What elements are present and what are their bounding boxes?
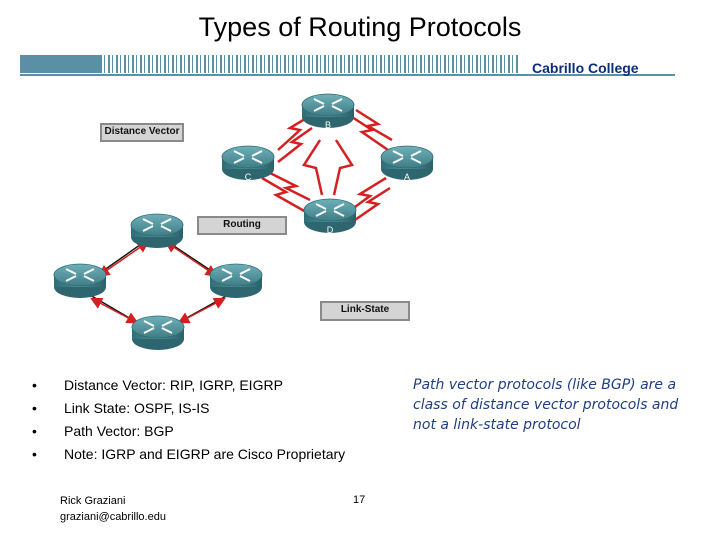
link-c-b — [277, 111, 316, 151]
router-a-label: A — [404, 172, 410, 182]
bullet-item: •Distance Vector: RIP, IGRP, EIGRP — [32, 374, 412, 397]
router-ls-right-icon — [209, 263, 263, 299]
link-d-a — [347, 176, 387, 214]
router-ls-left-icon — [53, 263, 107, 299]
brand-logo-text: Cabrillo College — [532, 60, 639, 76]
bullet-dot-icon: • — [32, 446, 37, 462]
bullet-item: •Path Vector: BGP — [32, 420, 412, 443]
router-c-label: C — [245, 172, 252, 182]
header-stripe-solid — [20, 55, 100, 73]
header-stripe-blank — [520, 55, 675, 73]
path-vector-note: Path vector protocols (like BGP) are a c… — [413, 377, 679, 433]
link-a-d — [351, 186, 391, 224]
router-b-label: B — [325, 120, 331, 130]
author-email: graziani@cabrillo.edu — [60, 511, 166, 523]
footer-author: Rick Graziani graziani@cabrillo.edu — [60, 493, 166, 525]
link-b-a — [351, 115, 389, 152]
link-b-c — [277, 126, 313, 163]
router-d-label: D — [327, 225, 334, 235]
link-a-b — [355, 108, 393, 142]
distance-vector-links — [261, 108, 393, 224]
router-ls-bottom-icon — [131, 315, 185, 351]
link-b-d-1 — [302, 139, 324, 196]
slide-title: Types of Routing Protocols — [198, 12, 522, 42]
bullet-dot-icon: • — [32, 377, 37, 393]
link-b-d-2 — [332, 139, 354, 196]
bullet-item: •Link State: OSPF, IS-IS — [32, 397, 412, 420]
label-routing: Routing — [197, 216, 287, 235]
page-number: 17 — [353, 494, 366, 506]
link-d-c — [267, 170, 311, 202]
router-ls-top-icon — [130, 213, 184, 249]
bullet-dot-icon: • — [32, 400, 37, 416]
label-link-state: Link-State — [320, 301, 410, 321]
header-stripe — [20, 55, 675, 73]
bullet-dot-icon: • — [32, 423, 37, 439]
bullet-item: •Note: IGRP and EIGRP are Cisco Propriet… — [32, 443, 412, 466]
bullet-list: •Distance Vector: RIP, IGRP, EIGRP •Link… — [32, 374, 412, 466]
header-rule — [20, 74, 675, 76]
link-state-arrows — [90, 240, 226, 324]
label-distance-vector: Distance Vector — [100, 123, 184, 142]
author-name: Rick Graziani — [60, 495, 126, 507]
link-c-d — [261, 176, 307, 214]
